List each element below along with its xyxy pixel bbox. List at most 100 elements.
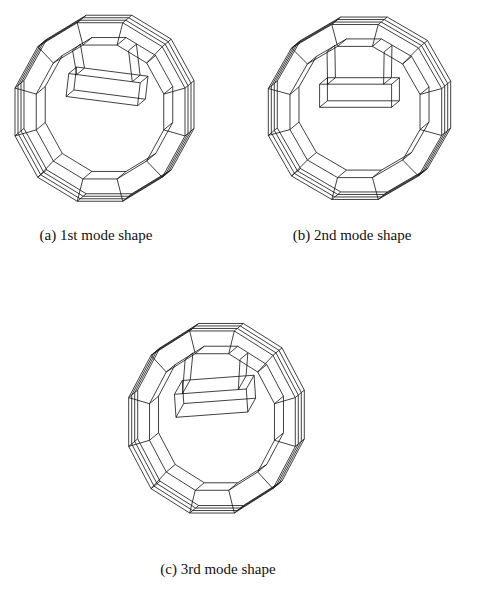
ring-generator-line	[151, 348, 160, 356]
ring-generator-line	[15, 88, 36, 94]
ring-generator-line	[268, 130, 290, 136]
ring-generator-line	[292, 48, 308, 64]
ring-generator-line	[332, 25, 338, 47]
ring-generator-line	[83, 171, 92, 179]
ring-generator-line	[164, 122, 173, 130]
ring-edge	[299, 39, 429, 170]
ring-generator-line	[290, 87, 299, 95]
mass-box-edge	[248, 398, 256, 412]
ring-generator-line	[258, 464, 267, 472]
mass-box-edge	[320, 107, 392, 108]
mass-box-edge	[246, 389, 248, 412]
support-plate	[129, 44, 140, 82]
ring-generator-line	[83, 38, 92, 46]
mass-box-edge	[320, 84, 392, 85]
mass-box-edge	[176, 404, 184, 418]
ring-generator-line	[117, 179, 123, 201]
ring-edge	[150, 354, 275, 491]
ring-generator-line	[442, 128, 451, 136]
ring-generator-line	[185, 128, 194, 136]
ring-generator-line	[164, 87, 173, 95]
ring-edge	[268, 25, 441, 200]
ring-generator-line	[372, 178, 378, 200]
ring-generator-line	[77, 179, 83, 201]
ring-generator-line	[420, 87, 429, 95]
ring-generator-line	[151, 472, 166, 489]
ring-generator-line	[185, 81, 194, 89]
ring-wireframe	[129, 323, 305, 513]
mass-box-edge	[145, 76, 148, 99]
ring-generator-line	[190, 331, 196, 354]
ring-wireframe	[268, 17, 450, 199]
ring-generator-line	[258, 365, 267, 373]
ring-generator-line	[15, 130, 36, 136]
ring-edge	[271, 22, 444, 197]
ring-generator-line	[268, 89, 290, 95]
ring-generator-line	[295, 390, 304, 398]
mass-box-edge	[320, 78, 328, 85]
ring-generator-line	[162, 170, 171, 178]
ring-generator-line	[129, 440, 150, 446]
ring-generator-line	[150, 433, 159, 441]
ring-generator-line	[372, 170, 381, 178]
ring-generator-line	[38, 161, 54, 177]
mass-box-edge	[74, 90, 145, 99]
ring-generator-line	[420, 122, 429, 129]
mass-box-edge	[138, 99, 146, 106]
ring-generator-line	[164, 130, 185, 136]
ring-generator-line	[307, 56, 316, 64]
mass-box-edge	[69, 74, 140, 83]
ring-edge	[15, 23, 185, 202]
ring-generator-line	[150, 396, 159, 404]
ring-generator-line	[290, 122, 299, 129]
support-plate	[238, 353, 248, 390]
support-plate	[327, 45, 335, 84]
ring-generator-line	[129, 398, 150, 404]
mass-box-edge	[77, 67, 148, 76]
mass-box-edge	[174, 394, 176, 417]
mass-box-edge	[254, 375, 256, 398]
mass-box-edge	[392, 101, 400, 108]
ring-generator-line	[273, 481, 282, 489]
mass-box-edge	[140, 76, 148, 83]
ring-edge	[290, 46, 420, 177]
ring-generator-line	[147, 161, 163, 177]
ring-generator-line	[229, 483, 238, 491]
ring-generator-line	[147, 55, 156, 63]
ring-generator-line	[403, 56, 412, 64]
ring-generator-line	[195, 483, 204, 491]
figure-caption: (c) 3rd mode shape	[160, 560, 275, 578]
mass-box-edge	[176, 412, 248, 417]
ring-edge	[138, 323, 305, 505]
figure-caption: (b) 2nd mode shape	[293, 226, 412, 244]
ring-generator-line	[190, 490, 196, 513]
ring-edge	[24, 15, 194, 194]
ring-edge	[45, 38, 173, 172]
ring-wireframe	[15, 15, 194, 201]
ring-generator-line	[258, 355, 273, 372]
mass-box-edge	[66, 90, 74, 97]
ring-generator-line	[117, 23, 123, 45]
ring-generator-line	[229, 490, 235, 513]
mass-box-edge	[320, 101, 328, 108]
mass-box-edge	[327, 77, 399, 78]
mass-box-edge	[138, 83, 141, 106]
ring-generator-line	[338, 170, 347, 178]
ring-generator-line	[77, 15, 86, 22]
ring-generator-line	[274, 396, 283, 404]
ring-generator-line	[307, 153, 316, 161]
ring-generator-line	[274, 440, 295, 446]
ring-generator-line	[195, 346, 204, 354]
ring-generator-line	[442, 81, 451, 89]
ring-generator-line	[372, 39, 381, 47]
ring-edge	[36, 45, 164, 179]
ring-generator-line	[77, 23, 83, 45]
mass-box-edge	[66, 96, 137, 105]
ring-generator-line	[332, 17, 341, 25]
ring-generator-line	[403, 48, 419, 64]
ring-edge	[159, 346, 284, 483]
mass-box-edge	[392, 78, 400, 85]
support-plate	[182, 353, 193, 394]
ring-generator-line	[332, 178, 338, 200]
mass-box-edge	[319, 84, 320, 107]
